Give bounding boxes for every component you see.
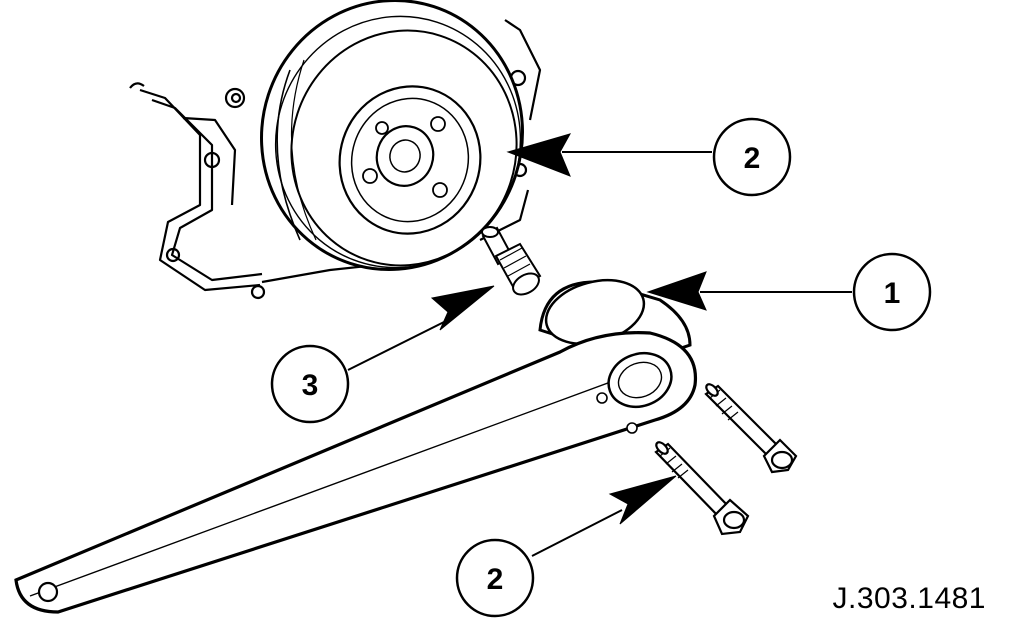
- callout-circle-3-bolt: 3: [270, 344, 350, 424]
- figure-reference-code: J.303.1481: [832, 582, 986, 615]
- tool-bolt-upper: [704, 383, 798, 474]
- callout-circle-2-pulley: 2: [712, 117, 792, 197]
- tool-bolt-lower: [654, 441, 750, 536]
- crankshaft-pulley: [260, 0, 524, 272]
- arrowhead-pulley: [506, 133, 572, 177]
- pulley-bolt: [481, 226, 542, 296]
- svg-text:2: 2: [744, 142, 761, 175]
- arrowhead-tool-bolts: [608, 475, 677, 525]
- callout-circle-1-tool: 1: [852, 252, 932, 332]
- leader-lines: [347, 133, 852, 557]
- arrowhead-tool: [646, 271, 707, 311]
- arrowhead-bolt: [430, 285, 495, 331]
- holding-tool: [14, 279, 698, 614]
- svg-text:1: 1: [884, 277, 901, 310]
- svg-text:2: 2: [487, 563, 504, 596]
- svg-text:3: 3: [302, 369, 319, 402]
- callout-circle-2-bolts: 2: [455, 538, 535, 618]
